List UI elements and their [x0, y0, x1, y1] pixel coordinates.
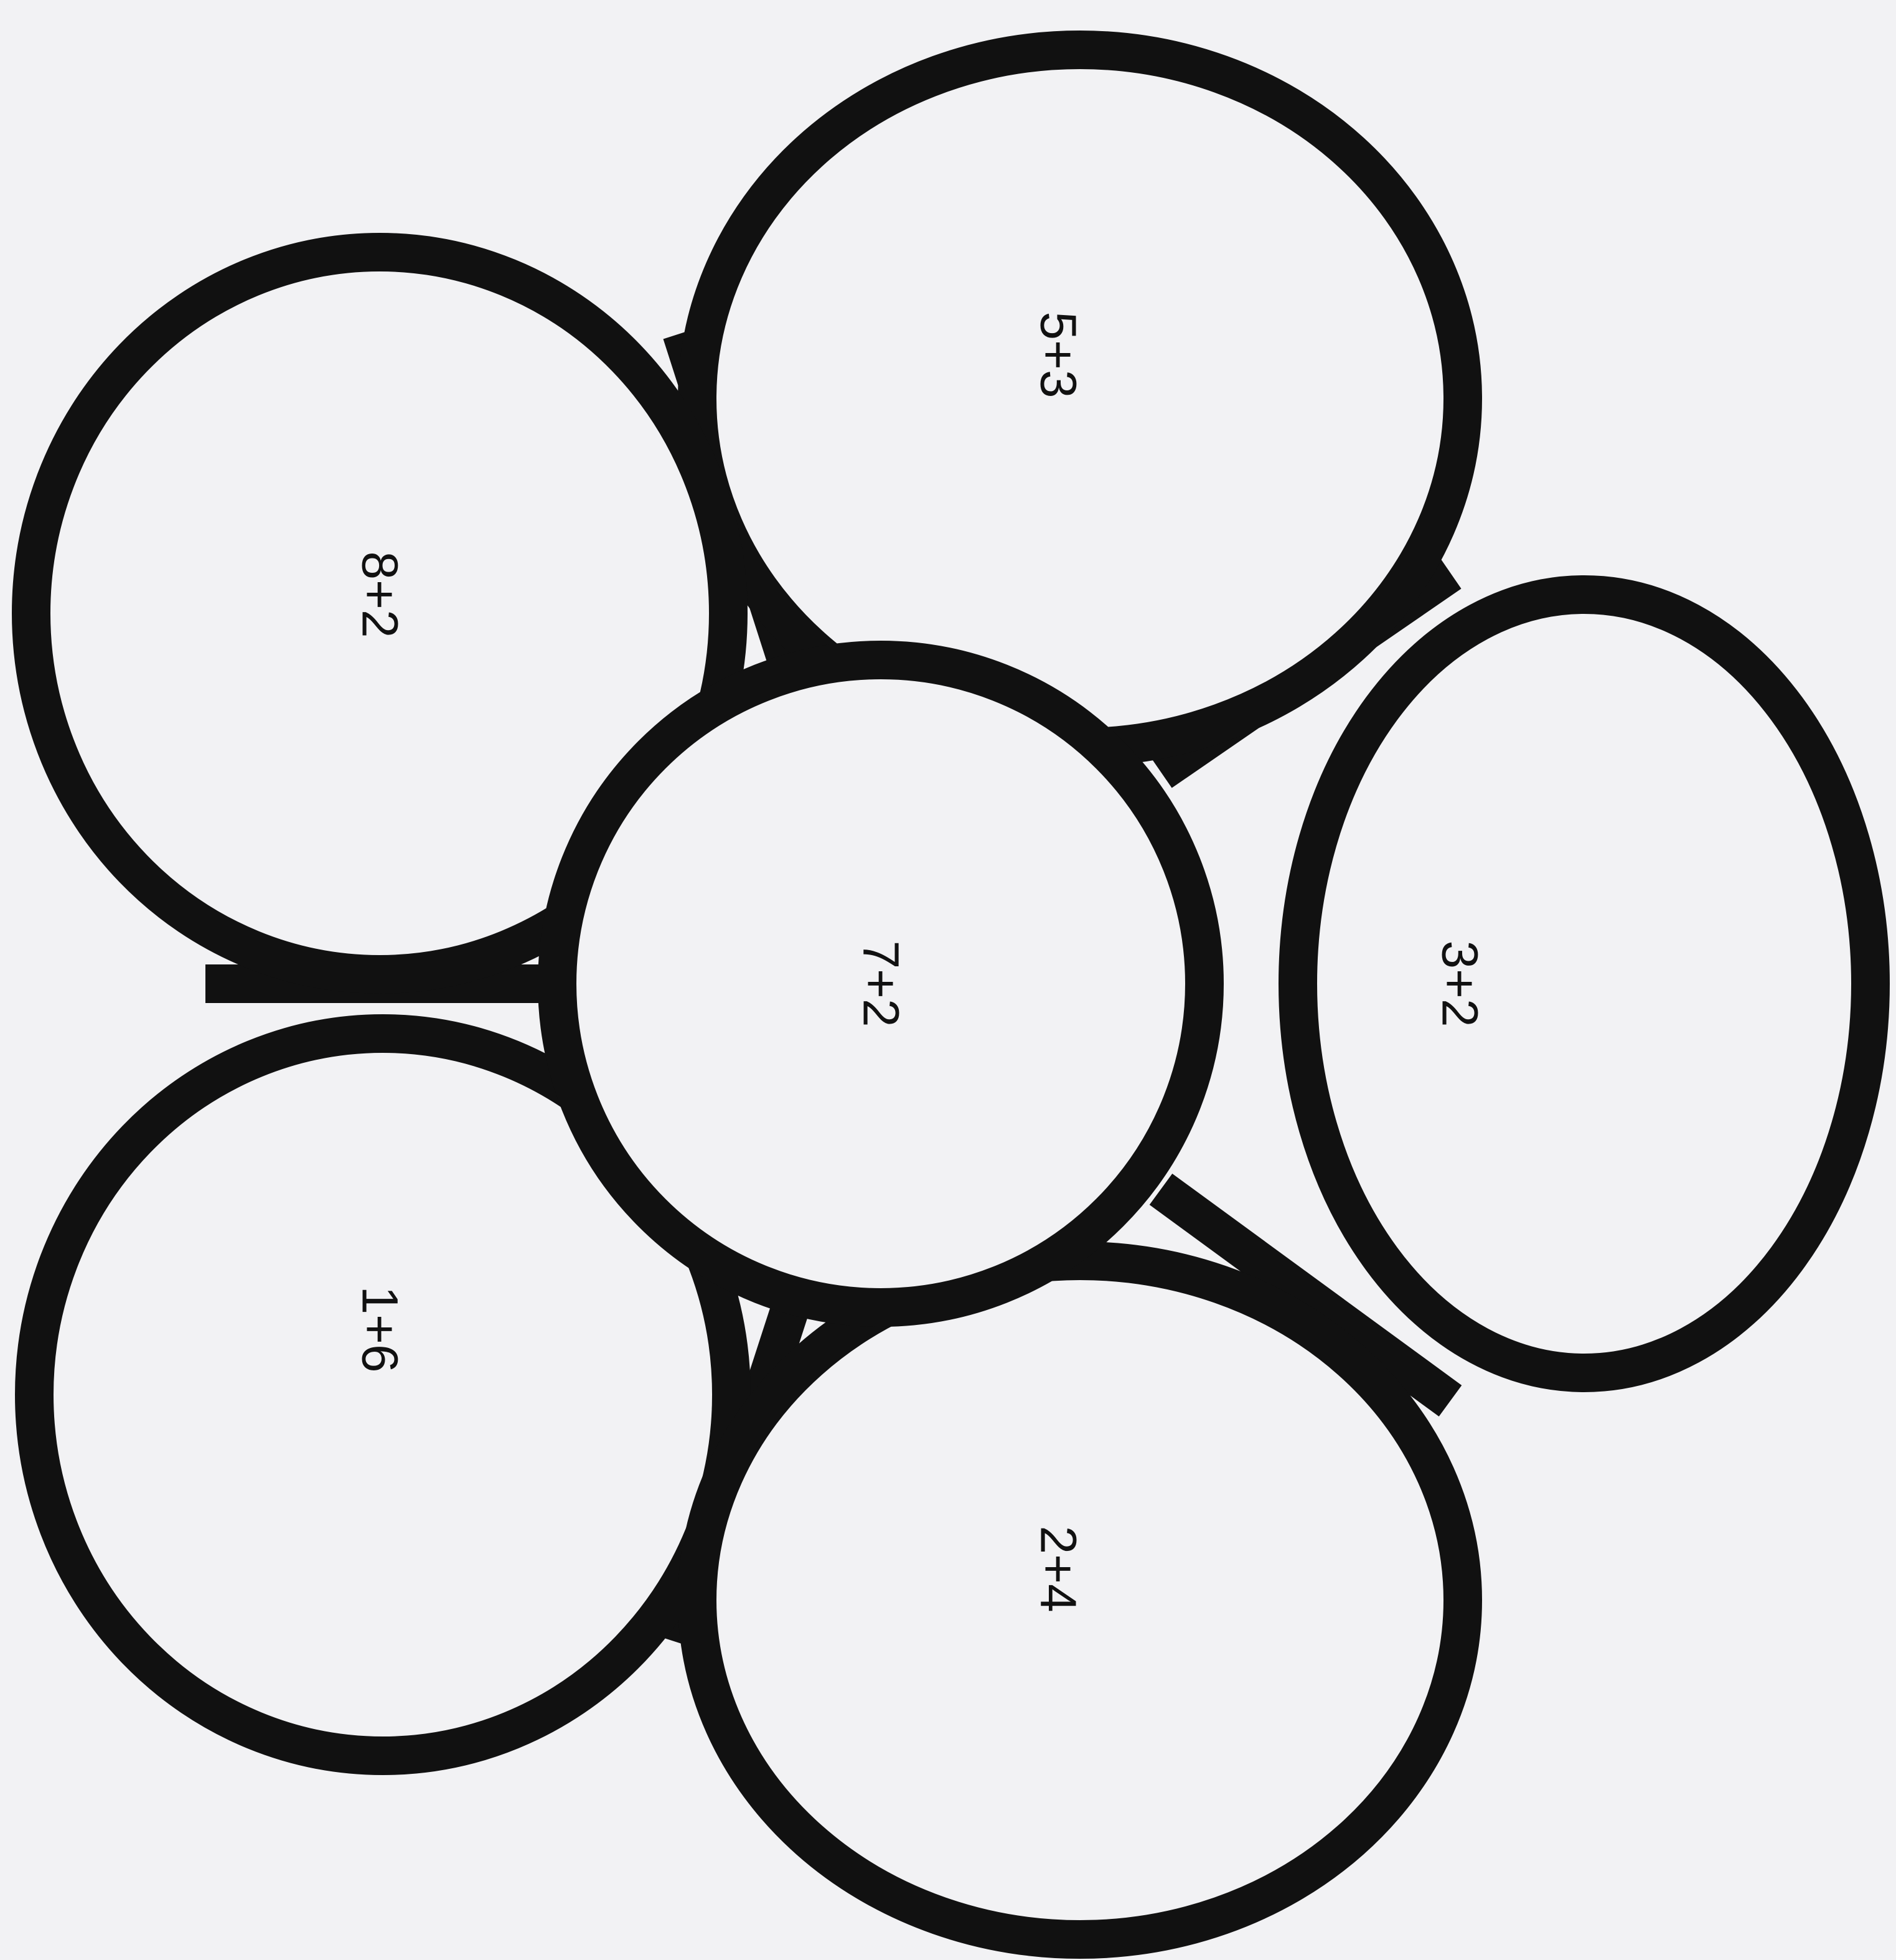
- petal-top: [697, 50, 1463, 747]
- sum-petal-lower-left: 1+6: [352, 1286, 408, 1372]
- sum-petal-bottom: 2+4: [1030, 1525, 1087, 1612]
- sum-petal-right: 3+2: [1432, 940, 1488, 1027]
- sum-petal-upper-left: 8+2: [352, 551, 408, 638]
- petal-right: [1298, 595, 1870, 1373]
- sum-petal-top: 5+3: [1030, 311, 1087, 398]
- sum-center: 7+2: [853, 940, 909, 1027]
